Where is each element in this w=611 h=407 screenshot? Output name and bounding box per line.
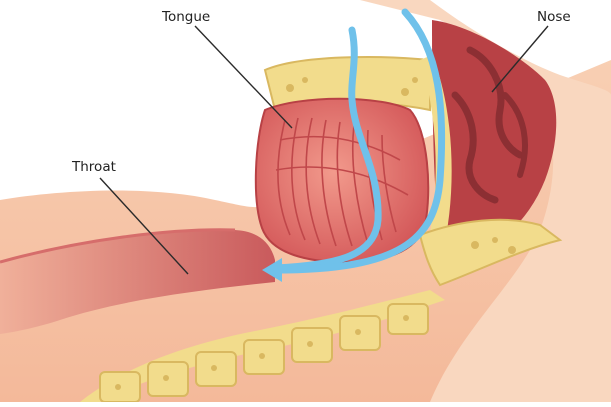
bone-pore (302, 77, 308, 83)
tongue (256, 99, 428, 262)
bone-pore (412, 77, 418, 83)
throat-label: Throat (71, 159, 116, 175)
bone-pore (492, 237, 498, 243)
nose-label: Nose (537, 9, 571, 25)
bone-pore (508, 246, 516, 254)
tongue-label: Tongue (161, 9, 210, 25)
bone-pore (471, 241, 479, 249)
bone-pore (286, 84, 294, 92)
bone-pore (401, 88, 409, 96)
